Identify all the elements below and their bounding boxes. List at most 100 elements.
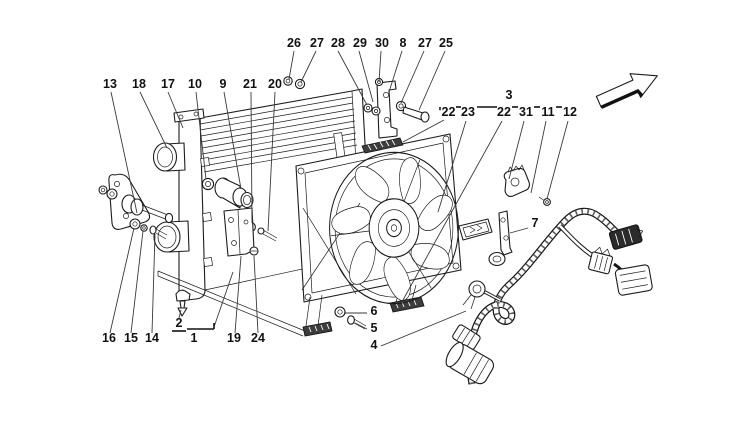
sensor-bracket-7 bbox=[488, 210, 513, 267]
leader-line-5 bbox=[354, 322, 368, 330]
callout-12: 12 bbox=[563, 105, 577, 119]
hose-port-upper bbox=[152, 142, 186, 172]
callout-21: 21 bbox=[243, 77, 257, 91]
callout-9: 9 bbox=[220, 77, 227, 91]
callout-19: 19 bbox=[227, 331, 241, 345]
stud-20 bbox=[257, 227, 278, 242]
cooling-fan bbox=[329, 151, 459, 305]
leader-line-7 bbox=[509, 227, 529, 234]
mounting-pad-lower-right bbox=[389, 296, 425, 313]
radiator-left-tank bbox=[173, 108, 213, 301]
bolt-5 bbox=[347, 315, 367, 330]
drain-plug bbox=[175, 289, 191, 317]
washer-6 bbox=[334, 306, 346, 318]
callout-28: 28 bbox=[331, 36, 345, 50]
group-marks bbox=[172, 106, 562, 332]
harness-connector-large bbox=[614, 264, 653, 296]
leader-line-24 bbox=[253, 255, 259, 334]
washer-16 bbox=[129, 218, 141, 230]
leader-line-20 bbox=[267, 91, 276, 232]
bracket-nut-washer-upper bbox=[98, 185, 118, 200]
callout-10: 10 bbox=[188, 77, 202, 91]
leader-line-19 bbox=[234, 255, 242, 334]
leader-line-29 bbox=[358, 50, 374, 103]
leader-line-15 bbox=[130, 230, 144, 334]
callout-1: 1 bbox=[191, 331, 198, 345]
leader-line-23 bbox=[437, 120, 467, 213]
callout-20: 20 bbox=[268, 77, 282, 91]
leader-line-14 bbox=[151, 233, 156, 334]
callout-5: 5 bbox=[371, 321, 378, 335]
mounting-bracket-left bbox=[108, 173, 174, 230]
callout-16: 16 bbox=[102, 331, 116, 345]
leader-line-21 bbox=[250, 91, 253, 224]
direction-arrow bbox=[595, 73, 658, 109]
callout-18: 18 bbox=[132, 77, 146, 91]
callout-23: 23 bbox=[461, 105, 475, 119]
callout-14: 14 bbox=[145, 331, 159, 345]
callout-11: 11 bbox=[541, 105, 554, 119]
callout-27: 27 bbox=[310, 36, 324, 50]
callout-26: 26 bbox=[287, 36, 301, 50]
callout-24: 24 bbox=[251, 331, 265, 345]
callout-7: 7 bbox=[532, 216, 539, 230]
leader-line-16 bbox=[109, 227, 135, 334]
washer-27-left bbox=[294, 78, 306, 90]
leader-line-11 bbox=[530, 120, 547, 194]
support-bracket-19 bbox=[223, 207, 255, 257]
wiring-harness bbox=[445, 207, 653, 385]
screw-24 bbox=[249, 246, 259, 256]
callout-v22: '22 bbox=[439, 105, 456, 119]
callout-6: 6 bbox=[371, 304, 378, 318]
leader-line-12 bbox=[546, 120, 569, 200]
bolt-14 bbox=[149, 225, 168, 240]
leader-line-25 bbox=[418, 50, 446, 111]
callout-13: 13 bbox=[103, 77, 117, 91]
callout-3: 3 bbox=[506, 88, 513, 102]
callout-27: 27 bbox=[418, 36, 432, 50]
leader-line-26 bbox=[288, 50, 295, 80]
callout-30: 30 bbox=[375, 36, 389, 50]
thermal-switch-11 bbox=[503, 164, 530, 197]
leader-line-27 bbox=[300, 50, 317, 83]
leader-line-9 bbox=[223, 91, 242, 190]
harness-connector-mid bbox=[588, 246, 614, 275]
leader-line-18 bbox=[139, 91, 168, 149]
callout-2: 2 bbox=[176, 316, 183, 330]
callout-17: 17 bbox=[161, 77, 175, 91]
lower-crossmember bbox=[157, 270, 306, 337]
union-fitting-9 bbox=[214, 177, 254, 209]
harness-connector-round bbox=[462, 280, 486, 310]
mounting-pad-lower-left bbox=[302, 321, 333, 337]
leader-lines bbox=[109, 50, 569, 347]
screw-12 bbox=[538, 196, 551, 206]
fan-motor-hub bbox=[368, 198, 420, 258]
leader-line-2 bbox=[178, 309, 182, 319]
callout-4: 4 bbox=[371, 338, 378, 352]
callout-31: 31 bbox=[519, 105, 533, 119]
harness-braid bbox=[466, 207, 628, 385]
leader-line-27 bbox=[400, 50, 425, 104]
leader-line-'22 bbox=[402, 119, 445, 143]
washer-29 bbox=[371, 106, 381, 116]
mounting-pad-upper bbox=[361, 137, 404, 154]
nut-26 bbox=[283, 76, 293, 86]
screw-15 bbox=[140, 224, 148, 232]
upper-bracket-8 bbox=[376, 80, 398, 139]
callout-8: 8 bbox=[400, 36, 407, 50]
hose-port-lower bbox=[153, 220, 190, 253]
connector-block-31 bbox=[458, 218, 493, 241]
harness-connector-top bbox=[608, 224, 644, 250]
leader-line-28 bbox=[337, 50, 368, 106]
washer-28 bbox=[363, 103, 373, 113]
leader-line-1 bbox=[213, 271, 234, 328]
callout-25: 25 bbox=[439, 36, 453, 50]
leader-line-10 bbox=[195, 91, 207, 180]
callout-22: 22 bbox=[497, 105, 511, 119]
leader-line-30 bbox=[378, 50, 382, 83]
gasket-10 bbox=[201, 177, 215, 191]
leader-line-22 bbox=[402, 120, 503, 301]
leader-line-4 bbox=[380, 310, 467, 347]
